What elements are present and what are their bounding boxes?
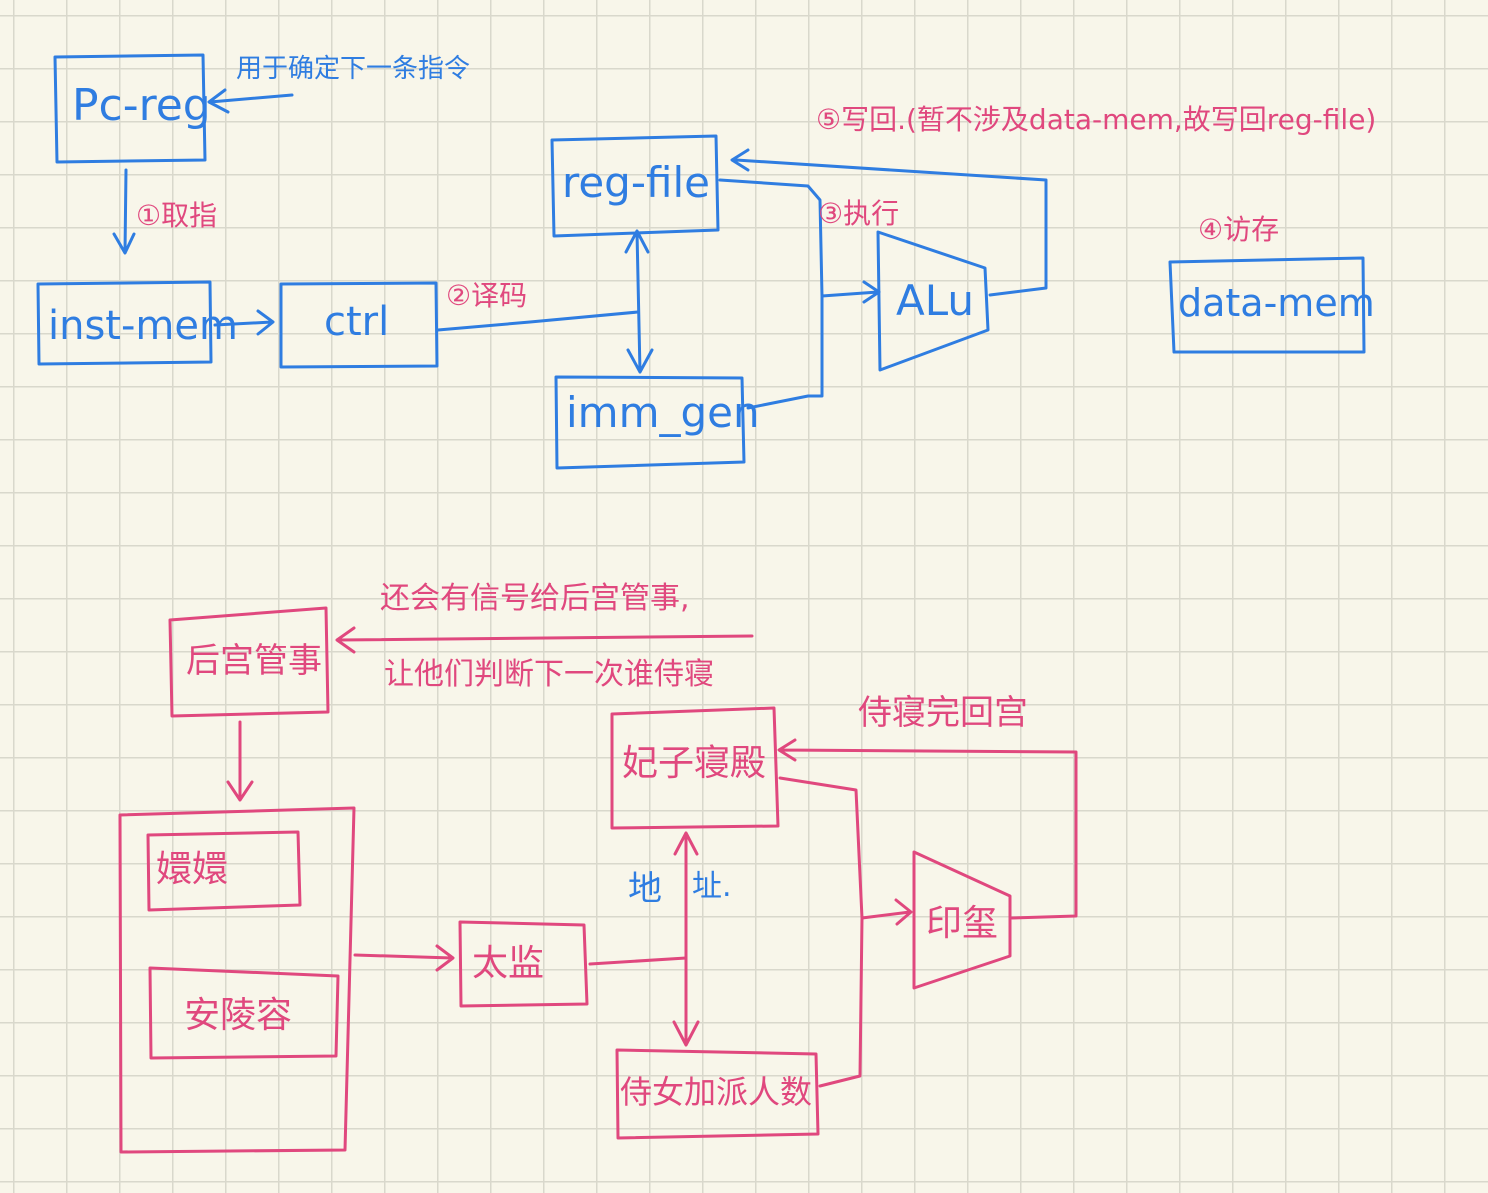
writeback-note: ⑤写回.(暂不涉及data-mem,故写回reg-file) [816,103,1377,136]
return-note: 侍寝完回宫 [858,693,1028,733]
data-mem-box [1168,256,1366,354]
fetch-note: ①取指 [136,199,218,232]
inst-mem-label: inst-mem [48,303,238,349]
consort-1-label: 嬛嬛 [156,849,229,890]
imm-gen-box [554,375,746,470]
ctrl-out-line [436,310,640,332]
bedchamber-box [610,706,780,830]
inst-mem-box [36,280,213,366]
ctrl-box [279,281,439,369]
consort-2-label: 安陵容 [184,995,293,1036]
eunuch-label: 太监 [472,943,545,984]
gov-box [168,606,330,718]
consort-1-box [146,830,302,912]
gov-arrow [226,720,254,802]
return-line [777,738,1078,920]
alu-shape [876,230,990,372]
pc-note-arrow [207,88,294,114]
gov-label: 后宫管事 [186,641,322,681]
address-note-2: 址. [692,869,732,904]
wait-box [615,1048,820,1140]
decode-note: ②译码 [446,279,528,312]
address-arrow [672,831,700,1047]
imm-gen-label: imm_gen [566,388,760,437]
imm-alu-line [746,294,824,410]
wait-label: 侍女加派人数 [620,1073,813,1111]
bedchamber-seal-line [778,776,913,926]
writeback-line [730,148,1048,297]
seal-label: 印玺 [926,903,999,944]
address-note-1: 地 [628,869,662,909]
reg-file-label: reg-file [562,158,710,207]
bedchamber-label: 妃子寝殿 [622,743,767,784]
memory-note: ④访存 [1198,213,1280,246]
pc-reg-label: Pc-reg [72,80,211,131]
inst-ctrl-arrow [213,309,275,336]
consorts-container [118,806,356,1154]
pc-reg-box [53,53,207,164]
data-mem-label: data-mem [1178,281,1375,325]
reg-file-box [550,134,720,238]
pc-note: 用于确定下一条指令 [236,54,471,84]
signal-note-line-1: 还会有信号给后宫管事, [380,581,690,616]
alu-label: ALu [896,276,975,325]
to-eunuch-arrow [353,944,455,972]
consort-2-box [148,966,340,1060]
ctrl-label: ctrl [324,299,390,345]
reg-imm-arrow [624,229,654,374]
fetch-arrow [112,168,136,255]
execute-note: ③执行 [818,197,900,230]
eunuch-out-line [588,956,688,966]
seal-shape [912,850,1012,990]
signal-arrow [335,626,754,654]
eunuch-box [458,920,589,1008]
wait-seal-line [818,916,864,1088]
signal-note-line-2: 让他们判断下一次谁侍寝 [384,657,714,692]
